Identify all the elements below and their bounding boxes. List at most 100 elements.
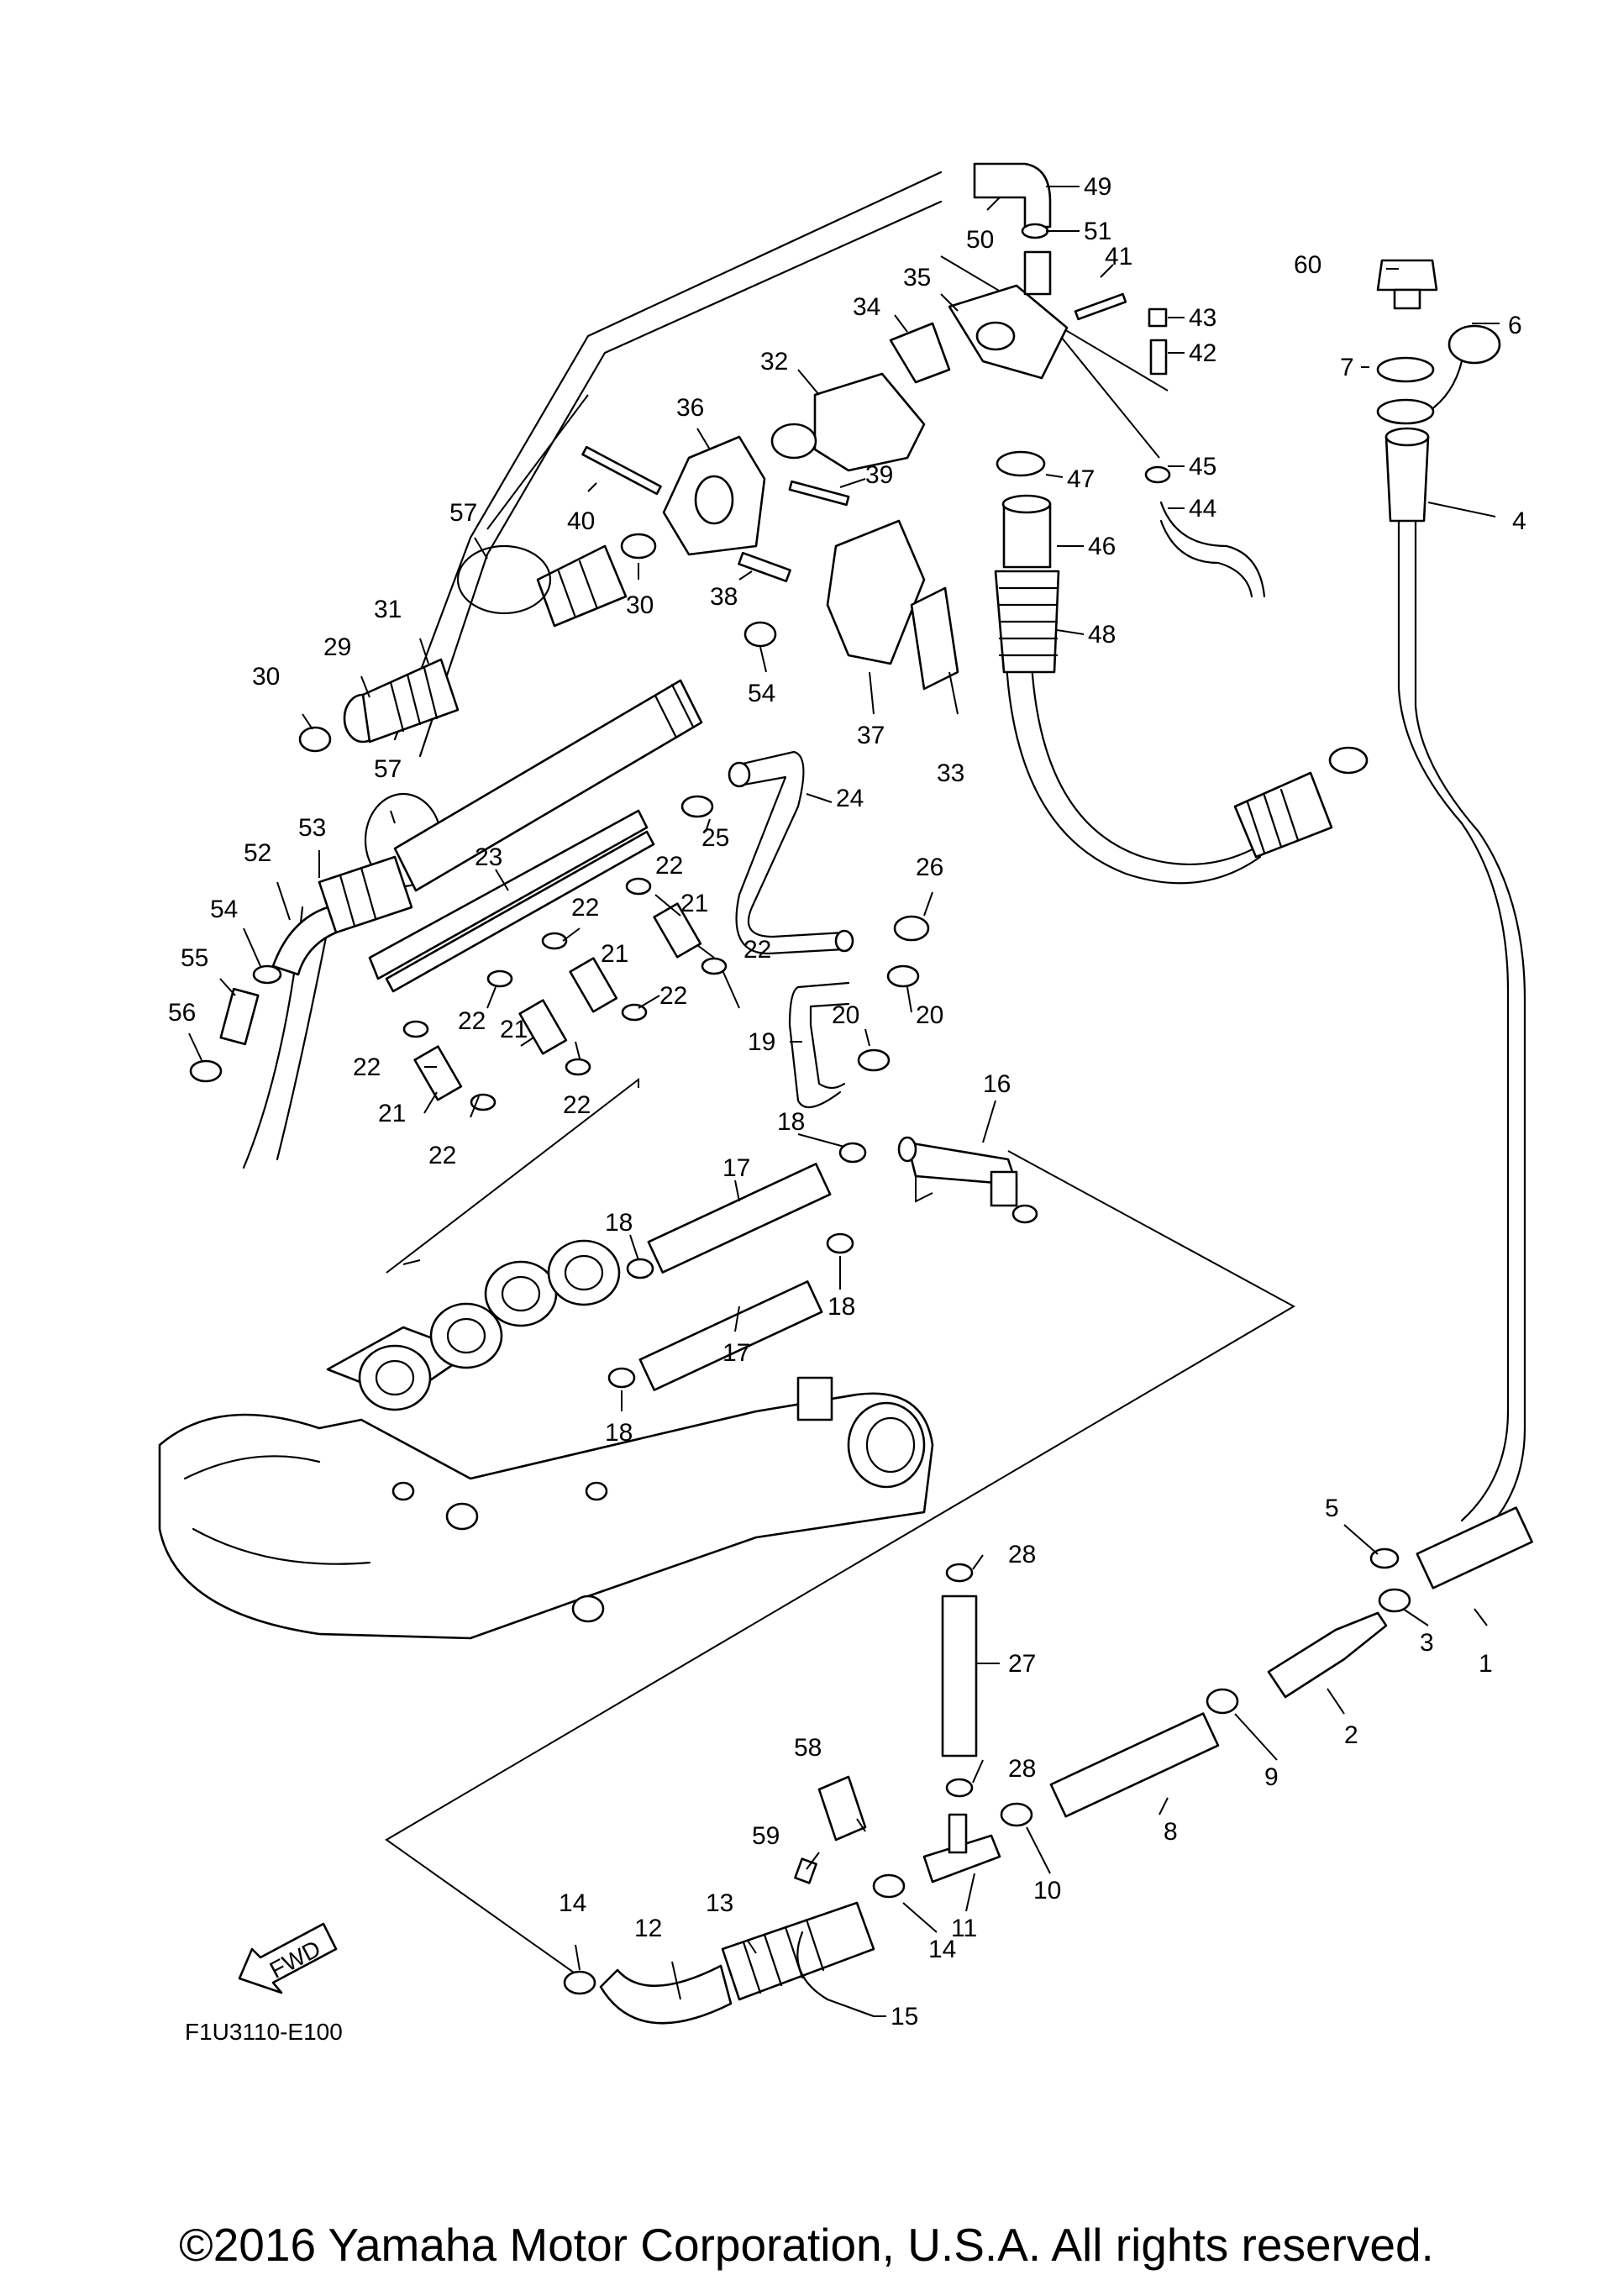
callout-21b: 21 [601,940,628,968]
callout-27: 27 [1008,1650,1036,1678]
callout-6: 6 [1508,312,1522,339]
joint-55 [219,987,260,1046]
hose-17b [638,1280,823,1391]
leader-lines [188,186,1500,2017]
callout-30b: 30 [626,591,654,619]
callout-57a: 57 [449,499,477,527]
callout-10: 10 [1033,1877,1061,1905]
port-flange-3 [484,1260,558,1327]
callout-2: 2 [1344,1721,1358,1749]
clamp-18c [826,1232,854,1254]
callout-59: 59 [752,1822,780,1850]
callout-32: 32 [760,348,788,376]
hose-17a [647,1163,832,1274]
callout-17b: 17 [722,1339,750,1367]
callout-43: 43 [1189,304,1216,332]
callout-22h: 22 [428,1142,456,1169]
clamp-28a [945,1563,974,1583]
callout-11: 11 [951,1915,977,1942]
valve-34 [889,322,951,384]
callout-40: 40 [567,507,595,535]
reference-lines [385,255,1296,1983]
callout-22d: 22 [659,982,687,1010]
callout-25: 25 [701,824,729,852]
clamp-30a [298,726,332,753]
port-flange-2 [429,1302,503,1369]
diagram-reference-code: F1U3110-E100 [185,2019,343,2045]
callout-52: 52 [244,839,271,867]
callout-36: 36 [676,394,704,422]
clamp-26 [893,915,930,942]
clamp-18b [626,1258,654,1279]
port-flange-1 [358,1344,432,1411]
throttle-body-37 [826,519,926,665]
callout-17a: 17 [722,1154,750,1182]
clamp-20a [886,964,920,988]
band-57a [456,544,552,615]
bolt-40 [581,445,662,496]
callout-19: 19 [748,1028,775,1056]
pin-38 [738,551,791,583]
hose-21b [569,957,618,1013]
clamp-14a [872,1873,906,1899]
clamp-25 [680,795,714,818]
intake-manifold [158,1392,934,1640]
callout-12: 12 [634,1915,662,1942]
copyright-notice: ©2016 Yamaha Motor Corporation, U.S.A. A… [179,2219,1434,2271]
callout-3: 3 [1420,1629,1434,1657]
callout-18a: 18 [777,1108,805,1136]
callout-22e: 22 [458,1007,486,1035]
callout-34: 34 [853,293,880,321]
clamp-54a [252,964,282,985]
fwd-arrow-icon: FWD [238,1922,338,1994]
elbow-52 [271,906,338,976]
hose-27 [941,1595,978,1757]
callout-45: 45 [1189,453,1216,481]
bolt-39 [788,480,850,507]
gasket-33 [910,586,959,691]
hose-21c [518,999,568,1055]
callout-54b: 54 [748,680,775,707]
callout-16: 16 [983,1070,1011,1098]
callout-13: 13 [706,1889,733,1917]
bolt-41 [1074,292,1127,321]
callout-18d: 18 [605,1419,633,1447]
callout-22b: 22 [571,894,599,922]
hose-46 [1002,502,1052,569]
elbow-hose-49 [973,162,1052,229]
cable-tie-15 [796,1931,875,2018]
callout-41: 41 [1105,243,1132,271]
callout-48: 48 [1088,621,1116,649]
hose-8 [1049,1712,1220,1818]
callout-22f: 22 [353,1053,381,1081]
hose-24 [738,750,846,938]
filler-cap-60 [1376,259,1438,292]
callout-21a: 21 [680,890,708,917]
callout-22c: 22 [743,936,771,964]
clamp-9 [1206,1688,1239,1715]
callout-8: 8 [1164,1818,1178,1846]
callout-21d: 21 [378,1100,406,1127]
callout-15: 15 [891,2003,918,2031]
clamp-51 [1021,223,1049,239]
callout-26: 26 [916,854,943,881]
callout-37: 37 [857,722,885,749]
clamp-47 [996,450,1046,477]
callout-labels: 1 2 3 4 5 6 7 8 9 10 11 12 13 14 14 15 1… [168,173,1526,2031]
hose-19 [788,981,850,1109]
callout-24: 24 [836,785,864,812]
clamp-18d [607,1367,636,1389]
callout-22g: 22 [563,1091,591,1119]
callout-58: 58 [794,1734,822,1762]
bracket-58 [817,1775,867,1842]
callout-14a: 14 [559,1889,586,1917]
callout-54a: 54 [210,896,238,923]
hose-lines [242,171,1526,1539]
callout-23: 23 [475,843,502,871]
tee-11 [922,1834,1001,1884]
callout-22a: 22 [655,852,683,880]
callout-5: 5 [1325,1495,1339,1522]
hose-1 [1416,1506,1533,1589]
clamp-10 [1000,1802,1033,1827]
